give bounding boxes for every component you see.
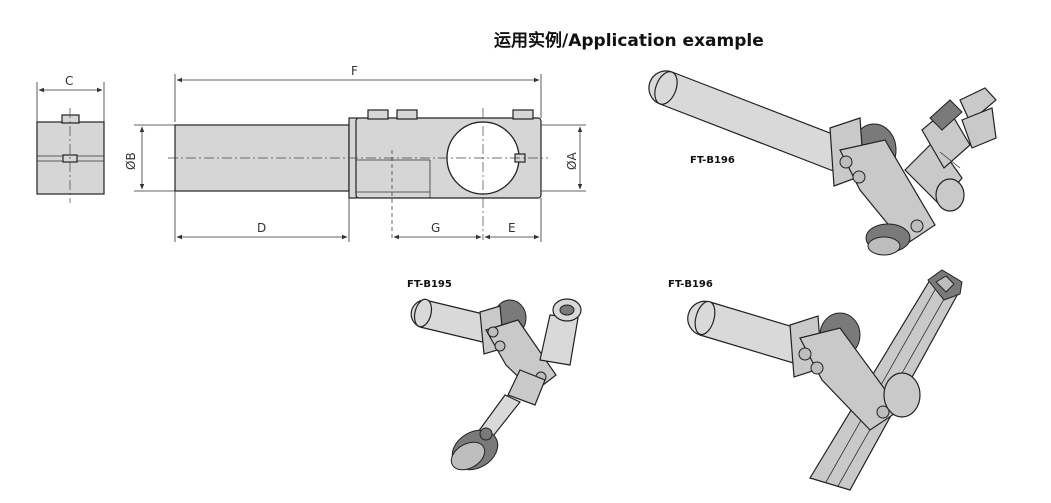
application-example-1 [648,70,997,256]
page-title: 运用实例/Application example [494,30,764,51]
side-view-top-tab [61,114,80,124]
dimension-label-d: D [257,221,266,235]
dimension-label-c: C [65,74,73,88]
application-example-3 [687,269,963,491]
top-screw-2 [396,109,418,120]
example-2-post [539,314,579,366]
dimension-label-e: E [508,221,516,235]
dimension-label-a: ØA [565,152,579,170]
example-1-arm [839,139,936,246]
example-3-caption: FT-B196 [668,279,713,290]
example-3-tube [687,300,811,366]
example-1-tube [648,70,849,173]
top-screw-3 [512,109,534,120]
dimension-label-f: F [351,64,358,78]
dimension-label-b: ØB [124,152,138,170]
side-view: C [36,74,105,203]
example-1-caption: FT-B196 [690,155,735,166]
dimension-label-g: G [431,221,440,235]
front-view: F ØB ØA D [124,64,586,242]
top-screw-1 [367,109,389,120]
example-2-caption: FT-B195 [407,279,452,290]
application-example-2 [410,298,582,471]
